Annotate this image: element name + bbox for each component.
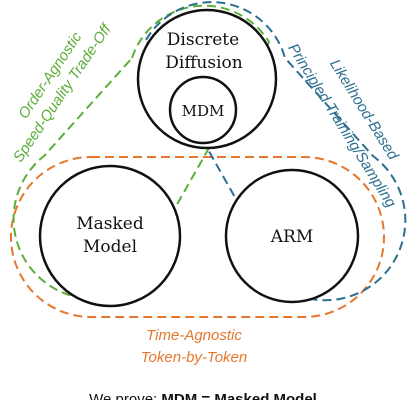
masked-model-label-line1: Masked: [76, 214, 144, 234]
orange-region-label-line1: Time-Agnostic: [146, 327, 242, 344]
caption: We prove: MDM = Masked Model: [89, 391, 317, 400]
orange-region-label-line2: Token-by-Token: [141, 349, 247, 366]
arm-circle: [224, 168, 360, 304]
caption-bold: MDM = Masked Model: [161, 391, 316, 400]
orange-region-outline: [10, 156, 385, 318]
masked-model-label-line2: Model: [83, 237, 137, 257]
masked-model-circle: [38, 164, 182, 308]
discrete-diffusion-label-line2: Diffusion: [165, 53, 242, 73]
caption-prefix: We prove:: [89, 391, 161, 400]
mdm-circle: [168, 75, 238, 145]
mdm-label: MDM: [182, 102, 225, 120]
arm-label: ARM: [270, 227, 313, 247]
discrete-diffusion-label-line1: Discrete: [167, 30, 239, 50]
